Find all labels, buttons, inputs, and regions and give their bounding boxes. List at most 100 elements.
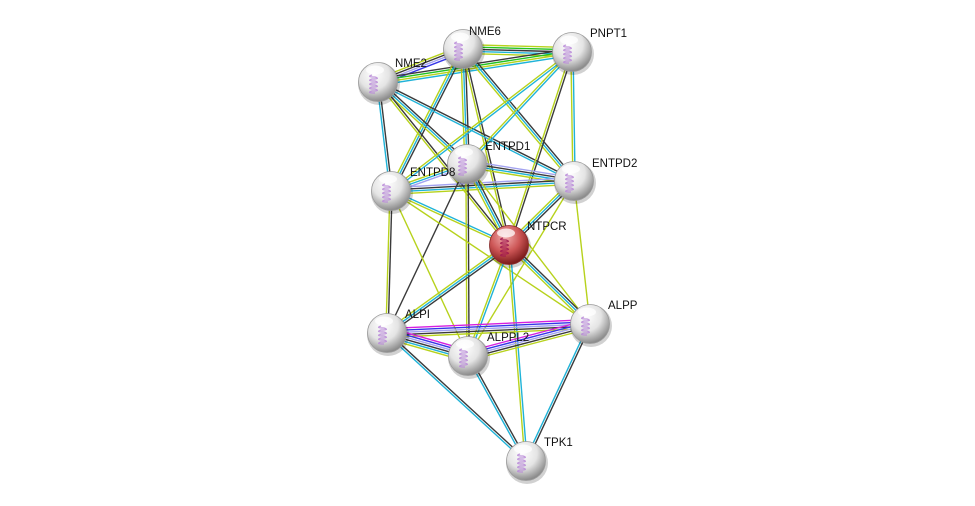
- evidence-line-yellowgreen: [378, 52, 573, 84]
- node-ntpcr[interactable]: NTPCR: [489, 221, 567, 268]
- evidence-line-cyan: [391, 181, 575, 193]
- evidence-line-yellowgreen: [460, 49, 573, 183]
- protein-structure-icon: [458, 348, 469, 368]
- node-pnpt1[interactable]: PNPT1: [552, 28, 627, 75]
- evidence-line-black: [464, 47, 577, 181]
- protein-structure-icon: [516, 453, 527, 473]
- node-highlight: [456, 339, 474, 349]
- protein-structure-icon: [562, 44, 573, 64]
- evidence-line-cyan: [385, 333, 526, 463]
- evidence-line-black: [509, 52, 574, 246]
- node-highlight: [562, 164, 580, 174]
- evidence-line-yellowgreen: [389, 50, 572, 191]
- evidence-line-cyan: [386, 244, 510, 334]
- node-nme2[interactable]: NME2: [358, 58, 427, 105]
- node-label: ENTPD8: [410, 167, 455, 179]
- evidence-line-cyan: [377, 81, 468, 165]
- protein-structure-icon: [580, 316, 591, 336]
- evidence-line-yellowgreen: [468, 327, 592, 361]
- evidence-line-yellowgreen: [385, 242, 509, 332]
- evidence-line-black: [378, 80, 575, 181]
- node-label: ENTPD2: [592, 158, 637, 170]
- edge-PNPT1-NTPCR[interactable]: [507, 51, 574, 246]
- evidence-line-black: [526, 324, 592, 462]
- node-label: ALPPL2: [487, 332, 529, 344]
- evidence-line-cyan: [524, 323, 590, 461]
- edge-PNPT1-ENTPD2[interactable]: [570, 51, 576, 182]
- edge-PNPT1-ENTPD8[interactable]: [389, 50, 574, 193]
- evidence-line-cyan: [467, 52, 574, 166]
- evidence-line-yellowgreen: [385, 190, 391, 333]
- edge-ENTPD1-ALPPL2[interactable]: [465, 163, 470, 357]
- edge-ENTPD2-ALPP[interactable]: [573, 180, 591, 325]
- edge-NME6-ENTPD8[interactable]: [388, 47, 466, 193]
- node-tpk1[interactable]: TPK1: [506, 437, 573, 484]
- node-alppl2[interactable]: ALPPL2: [448, 332, 529, 379]
- evidence-line-blue: [467, 321, 590, 355]
- evidence-line-black: [463, 48, 511, 245]
- edge-NTPCR-TPK1[interactable]: [507, 244, 528, 462]
- node-label: NME6: [469, 26, 501, 38]
- evidence-line-cyan: [391, 52, 574, 193]
- node-entpd1[interactable]: ENTPD1: [447, 141, 530, 187]
- evidence-line-cyan: [466, 356, 526, 462]
- protein-structure-icon: [381, 183, 392, 203]
- evidence-line-cyan: [462, 48, 575, 182]
- evidence-line-cyan: [390, 48, 464, 192]
- edge-ALPPL2-ALPP[interactable]: [466, 319, 592, 361]
- evidence-line-magenta: [466, 319, 590, 353]
- evidence-line-black: [468, 355, 528, 461]
- evidence-line-black: [386, 163, 468, 334]
- node-highlight: [560, 35, 578, 45]
- edge-ENTPD8-NTPCR[interactable]: [390, 189, 510, 247]
- node-label: ENTPD1: [485, 141, 530, 153]
- node-entpd2[interactable]: ENTPD2: [554, 158, 637, 204]
- node-entpd8[interactable]: ENTPD8: [371, 167, 455, 214]
- edge-NME6-ENTPD2[interactable]: [460, 47, 577, 183]
- edge-ALPPL2-TPK1[interactable]: [466, 355, 528, 462]
- node-highlight: [451, 32, 469, 42]
- evidence-line-yellowgreen: [570, 52, 574, 182]
- node-label: TPK1: [544, 437, 573, 449]
- node-highlight: [514, 444, 532, 454]
- edge-NME2-NTPCR[interactable]: [376, 80, 511, 247]
- evidence-line-yellowgreen: [465, 50, 572, 164]
- node-nme6[interactable]: NME6: [443, 26, 501, 72]
- evidence-line-lightpurple: [386, 323, 591, 334]
- node-label: NME2: [395, 58, 427, 70]
- evidence-line-black: [467, 163, 470, 356]
- node-alpp[interactable]: ALPP: [570, 300, 638, 347]
- evidence-line-black: [387, 246, 511, 336]
- edge-NTPCR-ALPI[interactable]: [385, 242, 511, 336]
- edge-ENTPD1-ALPI[interactable]: [386, 163, 468, 334]
- evidence-line-yellowgreen: [390, 190, 469, 357]
- protein-structure-icon: [453, 41, 464, 61]
- edge-PNPT1-ENTPD1[interactable]: [465, 50, 574, 166]
- evidence-line-yellowgreen: [390, 191, 509, 247]
- protein-structure-icon: [564, 173, 575, 193]
- evidence-line-black: [387, 191, 393, 334]
- evidence-line-lightpurple: [390, 177, 574, 189]
- edge-NME2-PNPT1[interactable]: [377, 48, 573, 86]
- edge-ENTPD8-ALPI[interactable]: [385, 190, 393, 334]
- evidence-line-black: [468, 325, 591, 359]
- edge-NME2-ENTPD2[interactable]: [377, 80, 575, 183]
- node-highlight: [375, 316, 393, 326]
- protein-structure-icon: [377, 325, 388, 345]
- edge-ALPP-TPK1[interactable]: [524, 323, 592, 462]
- evidence-line-yellowgreen: [376, 82, 509, 247]
- protein-structure-icon: [457, 156, 468, 176]
- evidence-line-cyan: [509, 244, 528, 461]
- node-label: NTPCR: [527, 221, 567, 233]
- edge-ENTPD8-ALPPL2[interactable]: [390, 190, 469, 357]
- evidence-line-cyan: [572, 51, 576, 181]
- edge-ALPI-TPK1[interactable]: [385, 331, 528, 463]
- evidence-line-yellowgreen: [465, 164, 468, 357]
- evidence-line-magenta: [386, 318, 590, 330]
- node-alpi[interactable]: ALPI: [367, 309, 430, 356]
- node-highlight: [366, 65, 384, 75]
- evidence-line-cyan: [391, 189, 510, 245]
- node-highlight: [455, 147, 473, 157]
- node-highlight: [497, 228, 515, 238]
